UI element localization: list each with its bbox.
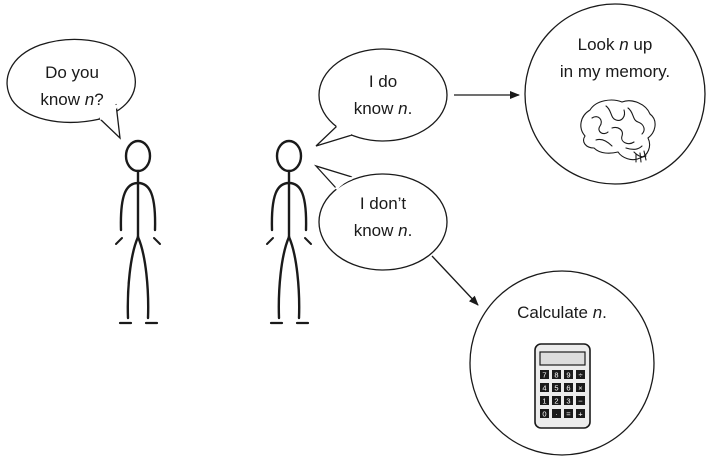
calculator-key bbox=[540, 396, 549, 405]
figure-head bbox=[275, 139, 303, 173]
bubble-unknown-text: I don’t know n. bbox=[353, 194, 413, 240]
calculator-key-label: × bbox=[578, 384, 582, 393]
arrow-to-calculate bbox=[431, 255, 479, 306]
calculator-key-label: 1 bbox=[542, 397, 546, 406]
calculator-key bbox=[576, 383, 585, 392]
calculator-key bbox=[540, 383, 549, 392]
calculator-key-label: = bbox=[566, 410, 571, 419]
calculator-key bbox=[564, 396, 573, 405]
calculator-key-label: 4 bbox=[542, 384, 546, 393]
calculator-key-label: 5 bbox=[554, 384, 558, 393]
calculator-key bbox=[576, 370, 585, 379]
calculator-key-label: · bbox=[555, 410, 558, 419]
calculator-key-label: 2 bbox=[554, 397, 558, 406]
calculator-key bbox=[540, 409, 549, 418]
speech-bubble-unknown bbox=[313, 164, 448, 271]
calculator-key-label: − bbox=[578, 397, 583, 406]
brain-icon bbox=[580, 99, 656, 163]
outcome-circle-memory bbox=[524, 3, 706, 185]
speech-bubble-known bbox=[315, 48, 448, 147]
calculator-key bbox=[552, 409, 561, 418]
calculator-key-label: ÷ bbox=[578, 371, 582, 380]
calculator-key bbox=[564, 383, 573, 392]
calculator-key bbox=[564, 370, 573, 379]
calculator-key bbox=[576, 396, 585, 405]
calculator-key-label: 3 bbox=[566, 397, 570, 406]
stick-figure-asker bbox=[115, 139, 161, 325]
figure-head bbox=[124, 139, 152, 173]
calculator-key bbox=[576, 409, 585, 418]
calculator-key bbox=[552, 383, 561, 392]
calculator-key bbox=[552, 396, 561, 405]
calculator-key-label: 0 bbox=[542, 410, 546, 419]
outcome-memory-text: Look n up in my memory. bbox=[559, 35, 671, 81]
calculator-key-label: 6 bbox=[566, 384, 570, 393]
calculator-key-label: + bbox=[578, 410, 583, 419]
calculator-key bbox=[552, 370, 561, 379]
bubble-question-text: Do you know n? bbox=[40, 63, 104, 109]
calculator-key-label: 8 bbox=[554, 371, 558, 380]
bubble-known-text: I do know n. bbox=[353, 72, 413, 118]
calculator-key-label: 9 bbox=[566, 371, 570, 380]
calculator-key bbox=[540, 370, 549, 379]
speech-bubble-question bbox=[6, 38, 136, 140]
calculator-key bbox=[564, 409, 573, 418]
calculator-key-label: 7 bbox=[542, 371, 546, 380]
stick-figure-responder bbox=[266, 139, 312, 325]
outcome-calculate-text: Calculate n. bbox=[517, 303, 607, 322]
